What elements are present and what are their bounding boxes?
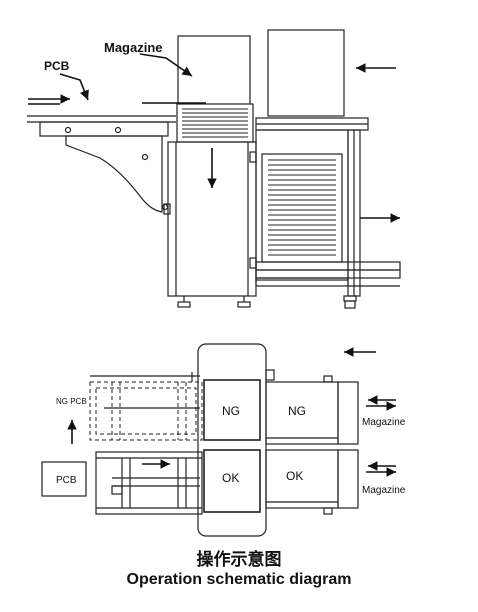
ng-slot-left (203, 379, 261, 441)
ng-slot-label-left: NG (222, 404, 240, 418)
ok-slot-label-left: OK (222, 471, 239, 485)
ng-pcb-label: NG PCB (56, 397, 87, 406)
ok-slot-label-right: OK (286, 469, 303, 483)
pcb-label: PCB (44, 59, 70, 73)
ng-slot-label-right: NG (288, 404, 306, 418)
ok-slot-left (203, 449, 261, 513)
magazine-pointer-line (139, 53, 193, 77)
ok-conveyor (95, 451, 203, 515)
side-view-arrows (28, 53, 400, 223)
magazine-label-lower: Magazine (362, 485, 406, 496)
caption-english: Operation schematic diagram (126, 571, 352, 588)
magazine-slots (176, 103, 254, 143)
pcb-pointer-line (59, 73, 89, 101)
plan-view-machine (41, 343, 359, 537)
upper-magazine-box (267, 29, 345, 117)
pcb-box-label: PCB (56, 475, 77, 486)
caption-chinese: 操作示意图 (196, 550, 282, 570)
ng-buffer-dashed (89, 381, 203, 441)
pcb-input-box (41, 461, 87, 497)
magazine-label: Magazine (104, 40, 163, 55)
magazine-label-upper: Magazine (362, 417, 406, 428)
left-conveyor-beam (39, 121, 169, 137)
side-view-machine (27, 29, 401, 309)
plan-view-arrows (67, 347, 396, 477)
conveyor-support-bracket (65, 135, 163, 213)
